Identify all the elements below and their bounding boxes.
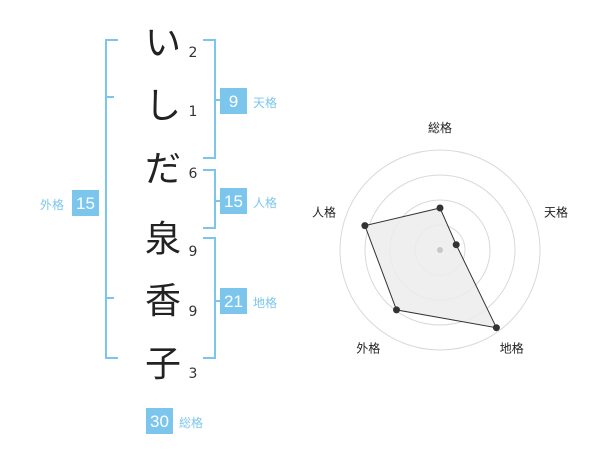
stroke-count-5: 9 — [189, 304, 198, 320]
jinkaku-box — [220, 188, 247, 214]
gaikaku-value: 15 — [76, 194, 95, 213]
stroke-count-3: 6 — [189, 166, 198, 182]
radar-axis-label-4: 外格 — [356, 341, 380, 356]
name-char-3: だ — [145, 149, 181, 190]
name-char-4: 泉 — [145, 219, 181, 260]
name-char-6: 子 — [145, 344, 181, 385]
name-column: い し だ 泉 香 子 — [145, 23, 181, 385]
name-char-1: い — [145, 23, 181, 64]
radar-axis-label-3: 地格 — [500, 341, 524, 356]
stroke-count-4: 9 — [189, 244, 198, 260]
gaikaku-score: 外格 15 — [40, 190, 99, 216]
tenkaku-value: 9 — [229, 92, 238, 111]
radar-center — [437, 247, 443, 253]
jinkaku-value: 15 — [224, 192, 243, 211]
radar-point-4 — [393, 306, 400, 314]
radar-chart: 総格 天格 地格 外格 人格 — [312, 120, 568, 356]
tenkaku-score: 9 天格 — [220, 88, 277, 114]
radar-axis-label-1: 総格 — [428, 120, 452, 135]
chikaku-label: 地格 — [253, 295, 277, 310]
soukaku-value: 30 — [150, 412, 169, 431]
soukaku-box — [146, 408, 173, 434]
stroke-count-2: 1 — [189, 104, 198, 120]
radar-ring-3 — [364, 174, 516, 326]
gaikaku-label: 外格 — [40, 197, 64, 212]
radar-ring-4 — [339, 149, 541, 351]
jinkaku-score: 15 人格 — [220, 188, 277, 214]
chikaku-bracket — [203, 237, 216, 359]
stroke-count-1: 2 — [189, 45, 198, 61]
radar-polygon — [364, 207, 498, 329]
tenkaku-label: 天格 — [253, 95, 277, 110]
tenkaku-box — [220, 88, 247, 114]
chikaku-score: 21 地格 — [220, 288, 277, 314]
name-char-5: 香 — [145, 281, 181, 322]
stroke-counts: 2 1 6 9 9 3 — [189, 45, 198, 382]
jinkaku-label: 人格 — [253, 195, 277, 210]
radar-axis-label-2: 天格 — [544, 204, 568, 219]
soukaku-label: 総格 — [179, 415, 203, 430]
chikaku-value: 21 — [224, 292, 243, 311]
gaikaku-box — [72, 190, 99, 216]
radar-point-1 — [436, 204, 444, 212]
tenkaku-bracket — [203, 39, 216, 159]
chikaku-box — [220, 288, 247, 314]
radar-point-3 — [492, 324, 500, 332]
radar-point-2 — [452, 241, 460, 249]
name-char-2: し — [145, 86, 181, 127]
stroke-count-6: 3 — [189, 366, 198, 382]
radar-axis-label-5: 人格 — [312, 204, 336, 219]
jinkaku-bracket — [203, 169, 216, 229]
soukaku-score: 30 総格 — [146, 408, 203, 434]
radar-point-5 — [361, 222, 369, 230]
radar-axis-labels: 総格 天格 地格 外格 人格 — [312, 120, 568, 356]
radar-points — [361, 204, 500, 332]
gaikaku-bracket — [105, 39, 118, 359]
